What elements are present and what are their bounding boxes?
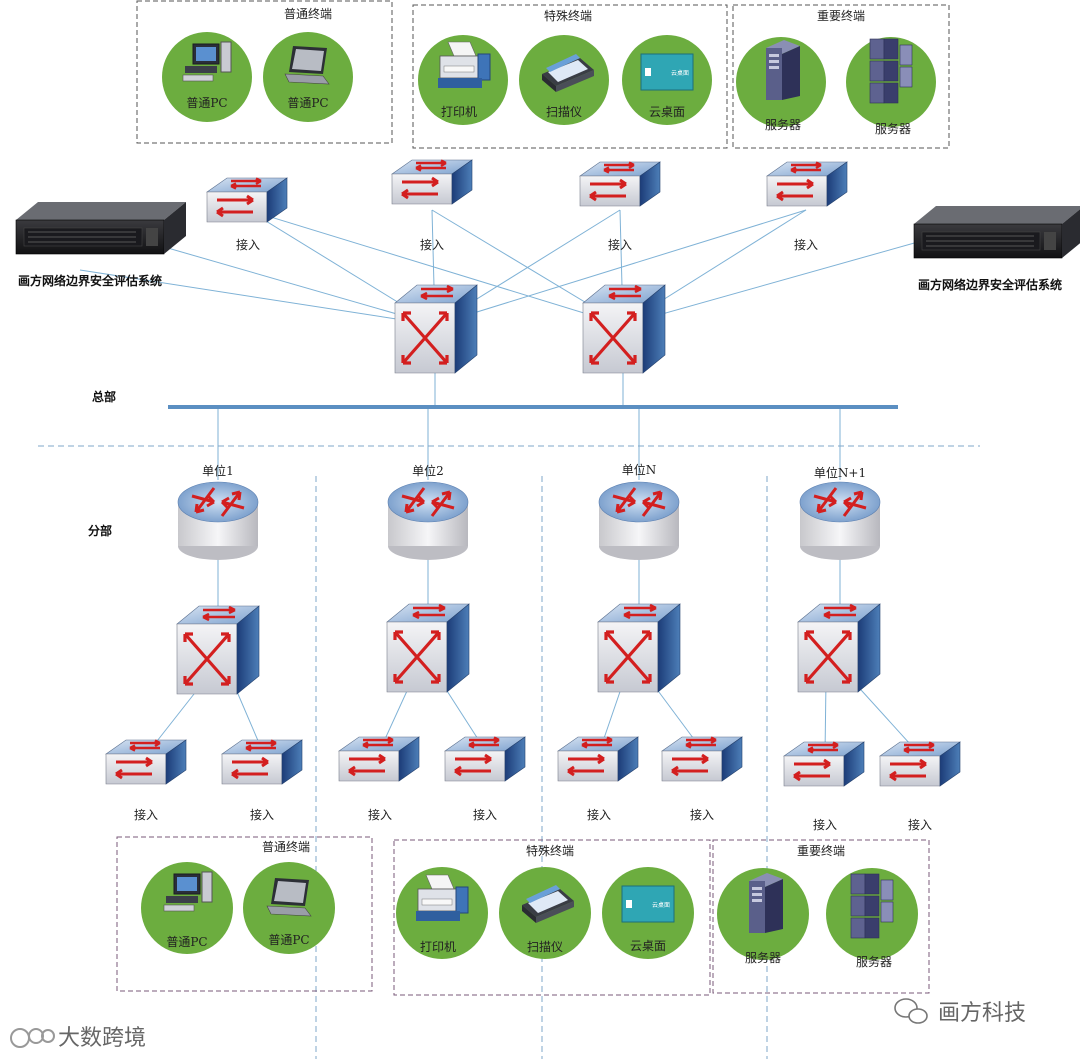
terminal-label: 服务器: [875, 121, 911, 136]
branch-router-unitN1: 单位N+1: [798, 465, 882, 562]
terminal-label: 扫描仪: [546, 105, 582, 119]
branch-access-switch: 接入: [443, 735, 527, 822]
top-important-terminal-group: 重要终端 服务器 服务器: [732, 4, 950, 149]
branch-access-switch: 接入: [104, 738, 188, 822]
branch-access-switch: 接入: [220, 738, 304, 822]
bottom-special-terminal-group: 特殊终端 打印机 扫描仪 云桌面 云桌面: [393, 839, 711, 996]
server-icon: [749, 873, 783, 933]
eval-system-right: 画方网络边界安全评估系统: [913, 205, 1080, 292]
access-label: 接入: [908, 817, 932, 832]
terminal-label: 云桌面: [649, 105, 685, 119]
access-label: 接入: [250, 807, 274, 822]
branch-router-unit1: 单位1: [176, 463, 260, 562]
terminal-label: 普通PC: [186, 96, 227, 110]
hq-label: 总部: [92, 389, 116, 404]
branch-access-switch: 接入: [660, 735, 744, 822]
hq-access-switch: 接入: [765, 160, 849, 252]
terminal-label: 打印机: [420, 940, 456, 954]
branch-core-switch: [175, 604, 261, 696]
group-title: 重要终端: [797, 843, 845, 858]
eval-system-left: 画方网络边界安全评估系统: [15, 201, 187, 288]
branch-router-unit2: 单位2: [386, 463, 470, 562]
cloud-screen-text: 云桌面: [671, 69, 689, 77]
terminal-label: 打印机: [441, 105, 477, 119]
watermark-right: 画方科技: [894, 998, 1026, 1026]
branch-access-switch: 接入: [556, 735, 640, 822]
eval-system-label: 画方网络边界安全评估系统: [918, 277, 1062, 292]
group-title: 特殊终端: [526, 843, 574, 858]
terminal-label: 服务器: [765, 117, 801, 132]
access-label: 接入: [813, 817, 837, 832]
terminal-label: 普通PC: [268, 933, 309, 947]
terminal-label: 服务器: [856, 954, 892, 969]
branch-access-switch: 接入: [782, 740, 866, 832]
group-title: 普通终端: [284, 6, 332, 21]
terminal-label: 云桌面: [630, 939, 666, 953]
group-title: 普通终端: [262, 839, 310, 854]
access-label: 接入: [134, 807, 158, 822]
watermark-logo-icon: [10, 1028, 55, 1048]
access-label: 接入: [473, 807, 497, 822]
unit-label: 单位1: [202, 463, 234, 478]
unit-label: 单位N+1: [814, 465, 866, 480]
hq-core-switch: [581, 283, 667, 375]
wechat-icon: [894, 998, 928, 1024]
watermark-text: 大数跨境: [58, 1026, 146, 1051]
unit-label: 单位N: [622, 462, 657, 477]
branch-core-switch: [596, 602, 682, 694]
hq-access-switch: 接入: [578, 160, 662, 252]
branch-router-unitN: 单位N: [597, 462, 681, 562]
terminal-label: 扫描仪: [527, 940, 563, 954]
hq-access-switch: 接入: [390, 158, 474, 252]
hq-access-switch: 接入: [205, 176, 289, 252]
group-title: 特殊终端: [544, 8, 592, 23]
access-label: 接入: [690, 807, 714, 822]
branch-core-switch: [385, 602, 471, 694]
branch-label: 分部: [88, 523, 112, 538]
hq-core-switch: [393, 283, 479, 375]
server-icon: [766, 40, 800, 100]
watermark-left: 大数跨境: [10, 1026, 146, 1051]
top-special-terminal-group: 特殊终端 打印机 扫描仪 云桌面 云桌面: [412, 4, 728, 149]
access-label: 接入: [608, 237, 632, 252]
watermark-text: 画方科技: [938, 1001, 1026, 1026]
group-title: 重要终端: [817, 8, 865, 23]
branch-access-switch: 接入: [878, 740, 962, 832]
branch-core-switch: [796, 602, 882, 694]
terminal-circle: [846, 37, 936, 127]
branch-access-switch: 接入: [337, 735, 421, 822]
access-label: 接入: [420, 237, 444, 252]
access-label: 接入: [794, 237, 818, 252]
access-label: 接入: [368, 807, 392, 822]
top-normal-terminal-group: 普通终端 普通PC 普通PC: [136, 0, 393, 144]
terminal-label: 普通PC: [166, 935, 207, 949]
bottom-important-terminal-group: 重要终端 服务器 服务器: [712, 839, 930, 994]
cloud-screen-text: 云桌面: [652, 901, 670, 909]
unit-label: 单位2: [412, 463, 444, 478]
eval-system-label: 画方网络边界安全评估系统: [18, 273, 162, 288]
terminal-label: 普通PC: [287, 96, 328, 110]
access-label: 接入: [587, 807, 611, 822]
bottom-normal-terminal-group: 普通终端 普通PC 普通PC: [116, 836, 373, 992]
terminal-label: 服务器: [745, 950, 781, 965]
access-label: 接入: [236, 237, 260, 252]
